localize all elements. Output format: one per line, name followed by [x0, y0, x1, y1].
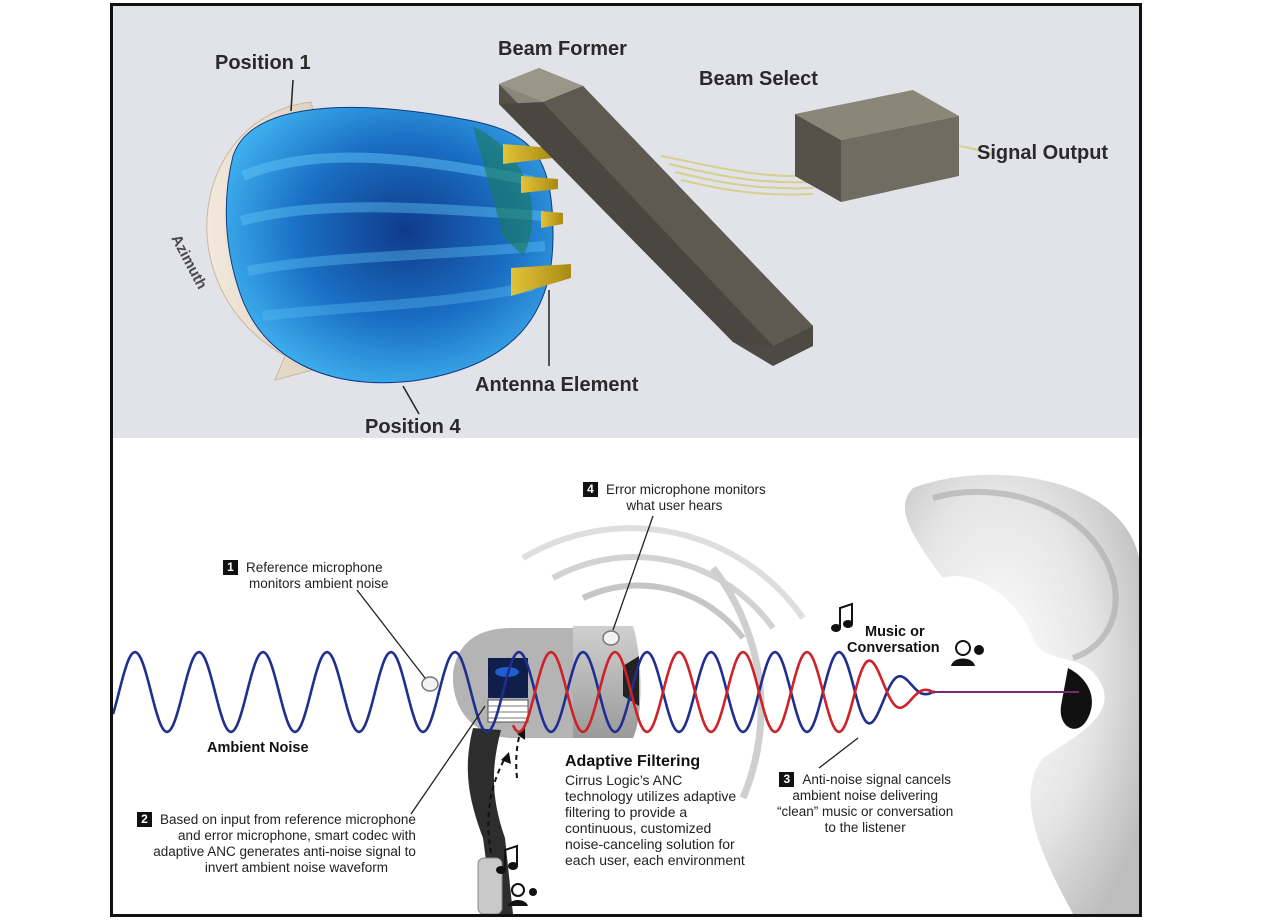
conversation-label: Conversation: [847, 640, 940, 656]
beamforming-panel: Azimuth: [113, 6, 1139, 438]
beam-select-label: Beam Select: [699, 68, 818, 90]
step-3-line-4: to the listener: [824, 820, 906, 835]
step-4-line-1: Error microphone monitors: [606, 482, 766, 497]
adaptive-line-6: each user, each environment: [565, 852, 745, 868]
ambient-noise-wave: [113, 650, 935, 734]
beam-select-box: [795, 90, 959, 202]
step-4-number: 4: [583, 482, 598, 497]
earbud: [421, 626, 641, 738]
adaptive-filtering-box: Adaptive Filtering Cirrus Logic’s ANC te…: [565, 753, 745, 869]
anc-panel: Ambient Noise Music or Conversation 1 Ref…: [113, 438, 1139, 914]
step-3-callout: 3 Anti-noise signal cancels ambient noise…: [777, 772, 953, 836]
beam-former-box: [499, 68, 813, 366]
music-or-label: Music or: [865, 624, 925, 640]
step-3-number: 3: [779, 772, 795, 787]
step-2-line-1: Based on input from reference microphone: [160, 812, 416, 827]
ambient-noise-label: Ambient Noise: [207, 740, 309, 756]
earbud-cable: [467, 728, 525, 914]
person-icon-cable: [508, 883, 537, 906]
adaptive-line-4: continuous, customized: [565, 820, 712, 836]
adaptive-filtering-title: Adaptive Filtering: [565, 753, 701, 770]
step-4-line-2: what user hears: [626, 498, 723, 513]
codec-chip: [488, 658, 528, 698]
step-2-line-4: invert ambient noise waveform: [204, 860, 388, 875]
music-note-icon: [831, 602, 853, 632]
figure-frame: Azimuth: [110, 3, 1142, 917]
anti-noise-wave: [511, 650, 935, 734]
beamforming-illustration: Azimuth: [167, 68, 994, 415]
signal-wires: [660, 155, 814, 196]
step-3-line-2: ambient noise delivering: [792, 788, 938, 803]
azimuth-label: Azimuth: [167, 232, 210, 292]
adaptive-line-2: technology utilizes adaptive: [565, 788, 737, 804]
step-1-number: 1: [223, 560, 238, 575]
signal-output-wire: [958, 145, 994, 155]
step-2-line-3: adaptive ANC generates anti-noise signal…: [153, 844, 416, 859]
music-note-icon-cable: [496, 844, 518, 874]
antenna-elements: [503, 144, 571, 296]
beam-pattern-lobe: [225, 106, 554, 384]
step-4-callout: 4 Error microphone monitors what user hea…: [583, 482, 766, 514]
step-2-number: 2: [137, 812, 152, 827]
error-microphone: [602, 630, 620, 646]
antenna-element-label: Antenna Element: [475, 374, 639, 396]
adaptive-line-3: filtering to provide a: [565, 804, 688, 820]
adaptive-line-1: Cirrus Logic’s ANC: [565, 772, 683, 788]
step-3-line-3: “clean” music or conversation: [777, 804, 954, 819]
step-1-callout: 1 Reference microphone monitors ambient n…: [223, 560, 389, 592]
adaptive-line-5: noise-canceling solution for: [565, 836, 735, 852]
callout-leaders: [356, 515, 859, 815]
position-4-label: Position 4: [365, 416, 461, 438]
step-2-line-2: and error microphone, smart codec with: [178, 828, 416, 843]
reference-microphone: [421, 676, 439, 692]
anc-illustration: [113, 474, 1139, 914]
person-icon: [951, 640, 984, 666]
step-1-line-1: Reference microphone: [246, 560, 383, 575]
ear-illustration: [904, 474, 1139, 914]
position-1-label: Position 1: [215, 52, 311, 74]
step-3-line-1: Anti-noise signal cancels: [802, 772, 951, 787]
signal-output-label: Signal Output: [977, 142, 1109, 164]
step-2-callout: 2 Based on input from reference microphon…: [137, 812, 416, 876]
beam-former-label: Beam Former: [498, 38, 627, 60]
label-pointers: [290, 79, 550, 415]
sound-wave-arcs: [521, 525, 806, 800]
step-1-line-2: monitors ambient noise: [249, 576, 389, 591]
